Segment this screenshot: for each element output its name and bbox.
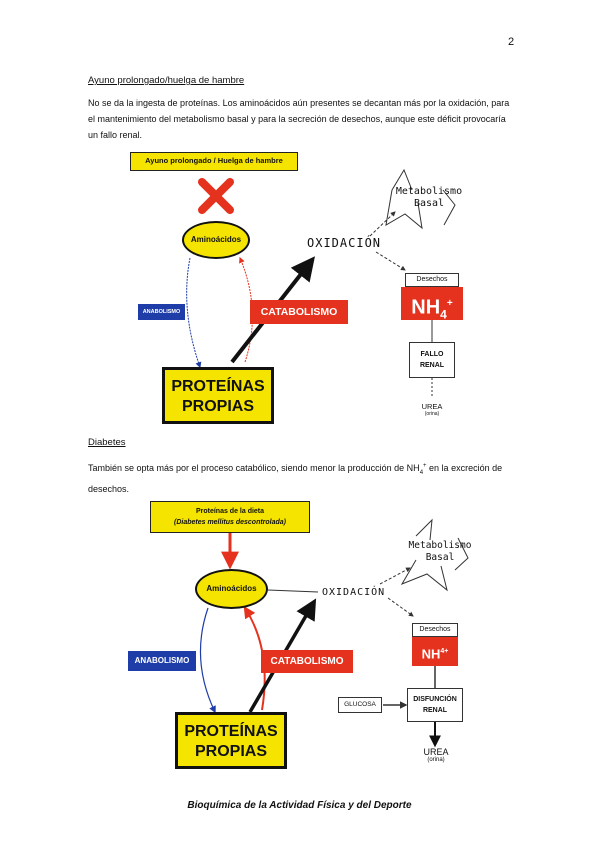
paragraph-part-b: en la excreción de desechos. <box>88 463 503 494</box>
to-desechos-arrow-2 <box>387 597 414 617</box>
page-footer: Bioquímica de la Actividad Física y del … <box>187 800 412 811</box>
anabolism-arrow-2 <box>199 607 216 714</box>
nh4-text-2: NH <box>421 646 441 662</box>
urea-text-2: UREA <box>423 747 449 757</box>
urea-label-1: UREA (orina) <box>412 402 452 417</box>
fallo-line2: RENAL <box>419 362 445 369</box>
glucosa-box: GLUCOSA <box>338 697 382 713</box>
nh4-box-1: NH4+ <box>401 287 463 322</box>
catabolismo-label-2: CATABOLISMO <box>261 650 353 673</box>
page-number: 2 <box>508 36 515 48</box>
proteinas-propias-node-1: PROTEÍNAS PROPIAS <box>162 367 274 424</box>
desechos-label-2: Desechos <box>412 623 458 637</box>
fallo-renal-box: FALLO RENAL <box>409 342 455 378</box>
metabolismo-line1-2: Metabolismo <box>408 540 472 551</box>
section-paragraph-diabetes: También se opta más por el proceso catab… <box>88 458 513 497</box>
to-metabolism-arrow-1 <box>369 211 396 237</box>
proteinas-line2: PROPIAS <box>181 398 254 415</box>
anabolism-arrow-1 <box>186 257 202 369</box>
dieta-line2: (Diabetes mellitus descontrolada) <box>173 519 287 526</box>
metabolismo-line1: Metabolismo <box>395 186 463 197</box>
disfuncion-renal-box: DISFUNCIÓN RENAL <box>407 688 463 722</box>
proteinas-dieta-box: Proteínas de la dieta (Diabetes mellitus… <box>150 501 310 533</box>
fallo-line1: FALLO <box>420 351 444 358</box>
section-heading-diabetes: Diabetes <box>88 437 126 448</box>
paragraph-sub: 4 <box>419 469 424 476</box>
proteinas-line2-2: PROPIAS <box>194 743 267 760</box>
metabolismo-basal-label-1: Metabolismo Basal <box>394 186 464 210</box>
paragraph-sup: + <box>423 463 427 469</box>
disfuncion-line1: DISFUNCIÓN <box>413 696 457 703</box>
nh4-text: NH <box>411 296 441 319</box>
disfuncion-line2: RENAL <box>422 707 448 714</box>
nh4-sup: + <box>446 298 453 309</box>
to-desechos-arrow-1 <box>375 251 406 271</box>
metabolism-star-1 <box>385 168 423 230</box>
metabolismo-line2: Basal <box>413 198 445 209</box>
metabolism-star-2 <box>400 518 469 592</box>
to-metabolism-arrow-2 <box>379 567 411 585</box>
anabolismo-label-1: ANABOLISMO <box>138 304 185 320</box>
catabolismo-label-1: CATABOLISMO <box>250 300 348 324</box>
aminoacidos-node-1: Aminoácidos <box>182 221 250 259</box>
proteinas-line1: PROTEÍNAS <box>171 378 265 395</box>
orina-text-1: (orina) <box>424 411 440 417</box>
nh4-sub: 4 <box>440 307 447 322</box>
desechos-label-1: Desechos <box>405 273 459 287</box>
oxidacion-label-1: OXIDACIÓN <box>307 236 382 250</box>
proteinas-line1-2: PROTEÍNAS <box>184 723 278 740</box>
aminoacidos-node-2: Aminoácidos <box>195 569 268 609</box>
nh4-box-2: NH4+ <box>412 637 458 666</box>
section-heading-ayuno: Ayuno prolongado/huelga de hambre <box>88 75 245 86</box>
metabolismo-basal-label-2: Metabolismo Basal <box>403 540 477 564</box>
urea-label-2: UREA (orina) <box>414 747 458 763</box>
oxidacion-label-2: OXIDACIÓN <box>322 587 386 598</box>
dieta-line1: Proteínas de la dieta <box>195 508 265 515</box>
proteinas-propias-node-2: PROTEÍNAS PROPIAS <box>175 712 287 769</box>
paragraph-part-a: También se opta más por el proceso catab… <box>88 463 420 473</box>
nh4-sup-2: 4+ <box>440 648 449 655</box>
anabolismo-label-2: ANABOLISMO <box>128 651 196 671</box>
section-paragraph-ayuno: No se da la ingesta de proteínas. Los am… <box>88 98 510 140</box>
cross-icon <box>196 176 236 216</box>
ayuno-label-box: Ayuno prolongado / Huelga de hambre <box>130 152 298 171</box>
orina-text-2: (orina) <box>427 757 445 763</box>
urea-text-1: UREA <box>421 402 443 411</box>
aminoacidos-to-oxidacion-line <box>267 589 319 593</box>
metabolismo-line2-2: Basal <box>425 552 455 563</box>
